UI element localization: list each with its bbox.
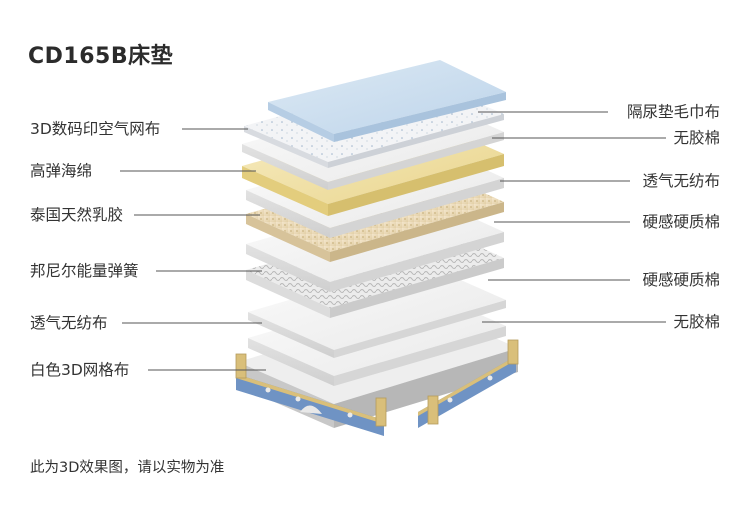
label-white-3d-mesh: 白色3D网格布 xyxy=(30,360,129,380)
label-nonwoven: 透气无纺布 xyxy=(30,313,108,333)
label-glue-free-cotton-1: 无胶棉 xyxy=(673,128,720,148)
label-nonwoven-right: 透气无纺布 xyxy=(642,171,720,191)
label-thai-latex: 泰国天然乳胶 xyxy=(30,205,123,225)
label-printed-mesh: 3D数码印空气网布 xyxy=(30,119,160,139)
label-high-resilience-foam: 高弹海绵 xyxy=(30,161,92,181)
label-bonnell-spring: 邦尼尔能量弹簧 xyxy=(30,261,139,281)
label-hard-cotton-1: 硬感硬质棉 xyxy=(642,212,720,232)
label-glue-free-cotton-2: 无胶棉 xyxy=(673,312,720,332)
label-towel-pad: 隔尿垫毛巾布 xyxy=(627,102,720,122)
label-hard-cotton-2: 硬感硬质棉 xyxy=(642,270,720,290)
footnote: 此为3D效果图，请以实物为准 xyxy=(30,456,224,477)
left-leader-lines xyxy=(120,129,266,370)
right-leader-lines xyxy=(478,112,666,322)
